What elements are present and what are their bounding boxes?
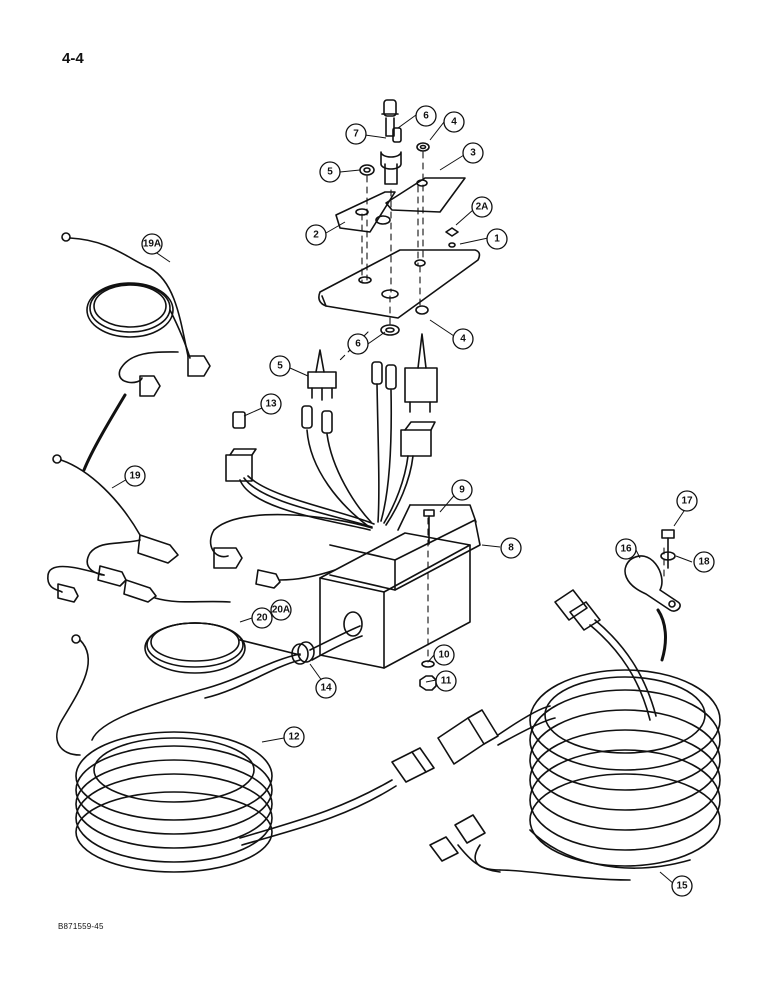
svg-text:12: 12 <box>288 732 300 743</box>
svg-text:11: 11 <box>441 676 452 687</box>
svg-text:18: 18 <box>698 557 710 568</box>
switch-wire-bundle <box>209 383 414 558</box>
callout-10: 10 <box>433 644 455 666</box>
callout-5-top: 5 <box>319 161 341 183</box>
svg-text:7: 7 <box>353 129 359 140</box>
figure-code: B871559-45 <box>58 922 104 931</box>
harness-15 <box>429 529 721 881</box>
svg-text:9: 9 <box>459 485 465 496</box>
explode-guide-lines <box>339 151 665 663</box>
callout-19A: 19A <box>141 233 163 255</box>
svg-text:5: 5 <box>327 167 333 178</box>
callout-4-top: 4 <box>443 111 465 133</box>
callout-15: 15 <box>671 875 693 897</box>
callout-17: 17 <box>676 490 698 512</box>
callout-19: 19 <box>124 465 146 487</box>
harness-12 <box>56 625 556 873</box>
svg-text:8: 8 <box>508 543 514 554</box>
callout-4-bottom: 4 <box>452 328 474 350</box>
callout-13: 13 <box>260 393 282 415</box>
harness-19 <box>47 454 336 603</box>
page-number: 4-4 <box>62 50 84 67</box>
svg-text:6: 6 <box>355 339 361 350</box>
svg-text:6: 6 <box>423 111 429 122</box>
callout-11: 11 <box>435 670 457 692</box>
callout-20: 20 <box>251 607 273 629</box>
svg-text:2: 2 <box>313 230 319 241</box>
callout-5-bottom: 5 <box>269 355 291 377</box>
callout-6-top: 6 <box>415 105 437 127</box>
callout-3: 3 <box>462 142 484 164</box>
callout-20A: 20A <box>270 599 292 621</box>
svg-text:14: 14 <box>320 683 332 694</box>
callout-16: 16 <box>615 538 637 560</box>
callout-9: 9 <box>451 479 473 501</box>
svg-text:19: 19 <box>129 471 141 482</box>
callout-14: 14 <box>315 677 337 699</box>
svg-text:5: 5 <box>277 361 283 372</box>
svg-text:2A: 2A <box>476 202 489 213</box>
svg-text:4: 4 <box>460 334 466 345</box>
svg-text:1: 1 <box>494 234 500 245</box>
svg-text:15: 15 <box>676 881 688 892</box>
svg-text:20: 20 <box>256 613 268 624</box>
callout-6-bottom: 6 <box>347 333 369 355</box>
relation-arrow-16 <box>656 608 667 662</box>
callout-18: 18 <box>693 551 715 573</box>
relation-arrow-19A <box>82 393 127 472</box>
callout-2: 2 <box>305 224 327 246</box>
callout-12: 12 <box>283 726 305 748</box>
svg-text:16: 16 <box>620 544 632 555</box>
callout-7: 7 <box>345 123 367 145</box>
callouts: 1 2 2A 3 4 4 5 5 6 6 7 8 9 10 11 12 13 1… <box>124 105 715 897</box>
svg-text:19A: 19A <box>143 239 161 250</box>
svg-text:4: 4 <box>451 117 457 128</box>
callout-2A: 2A <box>471 196 493 218</box>
svg-text:3: 3 <box>470 148 476 159</box>
callout-1: 1 <box>486 228 508 250</box>
svg-text:20A: 20A <box>272 605 290 616</box>
callout-8: 8 <box>500 537 522 559</box>
svg-text:17: 17 <box>681 496 693 507</box>
svg-text:13: 13 <box>265 399 277 410</box>
switch-box <box>319 504 481 691</box>
mounting-plate-assembly <box>225 99 481 482</box>
svg-text:10: 10 <box>438 650 450 661</box>
harness-20 <box>144 622 301 674</box>
harness-19A <box>61 232 211 397</box>
